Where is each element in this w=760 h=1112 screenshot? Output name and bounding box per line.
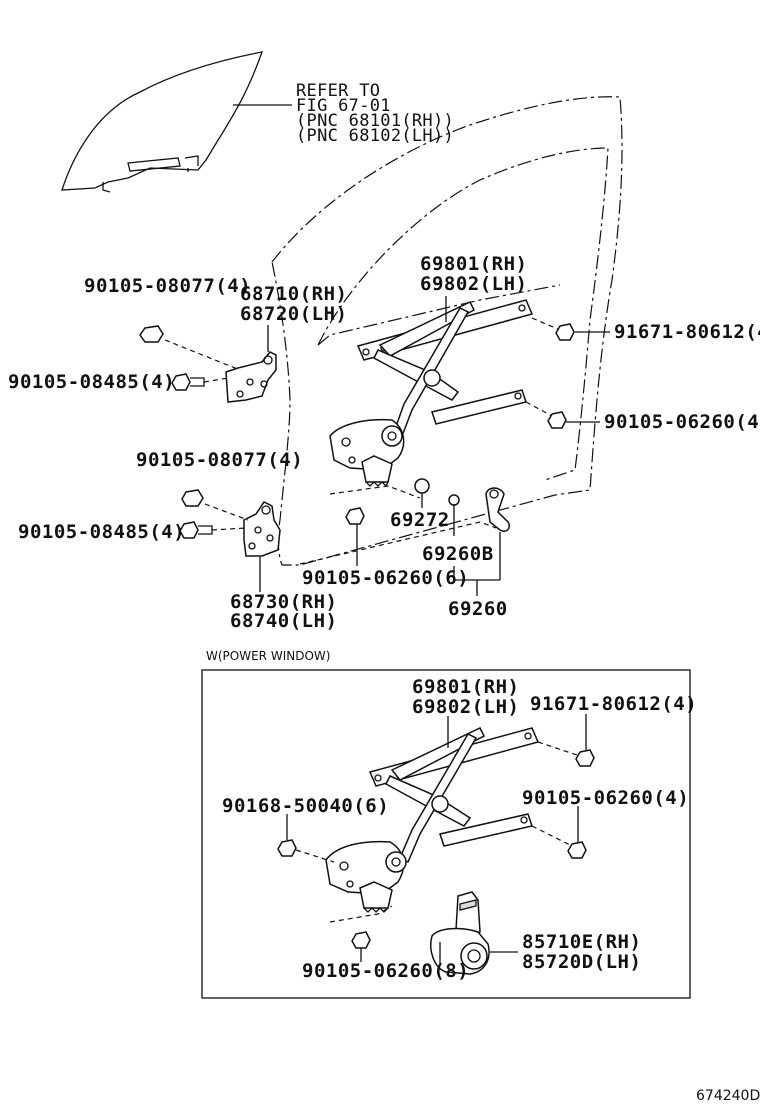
power-window-box — [201, 669, 691, 999]
pw-motor-rh-label: 85710E(RH) — [522, 931, 641, 953]
lower-door-hinge[interactable] — [243, 501, 281, 557]
pw-regulator-rh-label: 69801(RH) — [412, 676, 519, 698]
hinge-lower-rh-label: 68730(RH) — [230, 591, 337, 613]
upper-hinge-bolt-b[interactable] — [171, 373, 205, 391]
leader-dash — [525, 401, 553, 417]
window-regulator-manual[interactable] — [329, 299, 534, 488]
hinge-lower-lh-label: 68740(LH) — [230, 610, 337, 632]
bolt-lower-b-label: 90105-08485(4) — [18, 521, 185, 543]
regulator-bolt-right[interactable] — [547, 411, 567, 429]
upper-hinge-bolt-a[interactable] — [139, 325, 164, 343]
screw-right-label: 91671-80612(4) — [614, 321, 760, 343]
pw-bolt-right[interactable] — [567, 841, 587, 859]
leader-dash — [299, 521, 497, 565]
pw-bolt-left-label: 90168-50040(6) — [222, 795, 389, 817]
regulator-lh-label: 69802(LH) — [420, 273, 527, 295]
diagram-code: 674240D — [696, 1088, 760, 1104]
bolt-right-label: 90105-06260(4) — [604, 411, 760, 433]
regulator-rh-label: 69801(RH) — [420, 253, 527, 275]
pnc-rh-label: (PNC 68101(RH)) — [296, 111, 454, 131]
pw-screw-right[interactable] — [575, 749, 595, 767]
leader-dash — [164, 339, 241, 371]
bolt-upper-b-label: 90105-08485(4) — [8, 371, 175, 393]
regulator-bolt-bottom[interactable] — [345, 507, 365, 525]
leader-dash — [203, 377, 229, 383]
bolt-upper-a-label: 90105-08077(4) — [84, 275, 251, 297]
bolt-lower-a-label: 90105-08077(4) — [136, 449, 303, 471]
window-crank-handle[interactable] — [485, 487, 511, 533]
regulator-screw-right[interactable] — [555, 323, 575, 341]
part-69272-label: 69272 — [390, 509, 450, 531]
leader-dash — [531, 317, 561, 331]
power-window-motor[interactable] — [430, 891, 490, 975]
leader-dash — [531, 825, 573, 847]
pw-bolt-bottom-label: 90105-06260(8) — [302, 960, 469, 982]
hinge-upper-rh-label: 68710(RH) — [240, 283, 347, 305]
leader — [453, 566, 500, 581]
pw-bolt-bottom[interactable] — [351, 931, 371, 949]
handle-ring[interactable] — [448, 494, 460, 506]
bolt-bottom-label: 90105-06260(6) — [302, 567, 469, 589]
washer-69272[interactable] — [414, 478, 430, 494]
window-regulator-power[interactable] — [325, 727, 540, 913]
leader-dash — [295, 849, 335, 863]
upper-door-hinge[interactable] — [225, 351, 277, 403]
lower-hinge-bolt-a[interactable] — [181, 489, 204, 507]
leader-dash — [211, 527, 247, 531]
pw-regulator-lh-label: 69802(LH) — [412, 696, 519, 718]
lower-hinge-bolt-b[interactable] — [179, 521, 213, 539]
power-window-caption: W(POWER WINDOW) — [206, 649, 330, 663]
pw-screw-right-label: 91671-80612(4) — [530, 693, 697, 715]
door-outline — [271, 96, 623, 566]
leader-dash — [204, 503, 249, 521]
part-69260-label: 69260 — [448, 598, 508, 620]
door-glass[interactable] — [61, 51, 263, 193]
leader-dash — [537, 741, 581, 757]
fig-label: FIG 67-01 — [296, 96, 391, 116]
pw-motor-lh-label: 85720D(LH) — [522, 951, 641, 973]
part-69260b-label: 69260B — [422, 543, 494, 565]
leader-dash — [329, 905, 393, 923]
pw-bolt-left[interactable] — [277, 839, 297, 857]
pw-bolt-right-label: 90105-06260(4) — [522, 787, 689, 809]
hinge-upper-lh-label: 68720(LH) — [240, 303, 347, 325]
pnc-lh-label: (PNC 68102(LH)) — [296, 126, 454, 146]
refer-to-label: REFER TO — [296, 81, 380, 101]
leader-dash — [329, 485, 421, 499]
